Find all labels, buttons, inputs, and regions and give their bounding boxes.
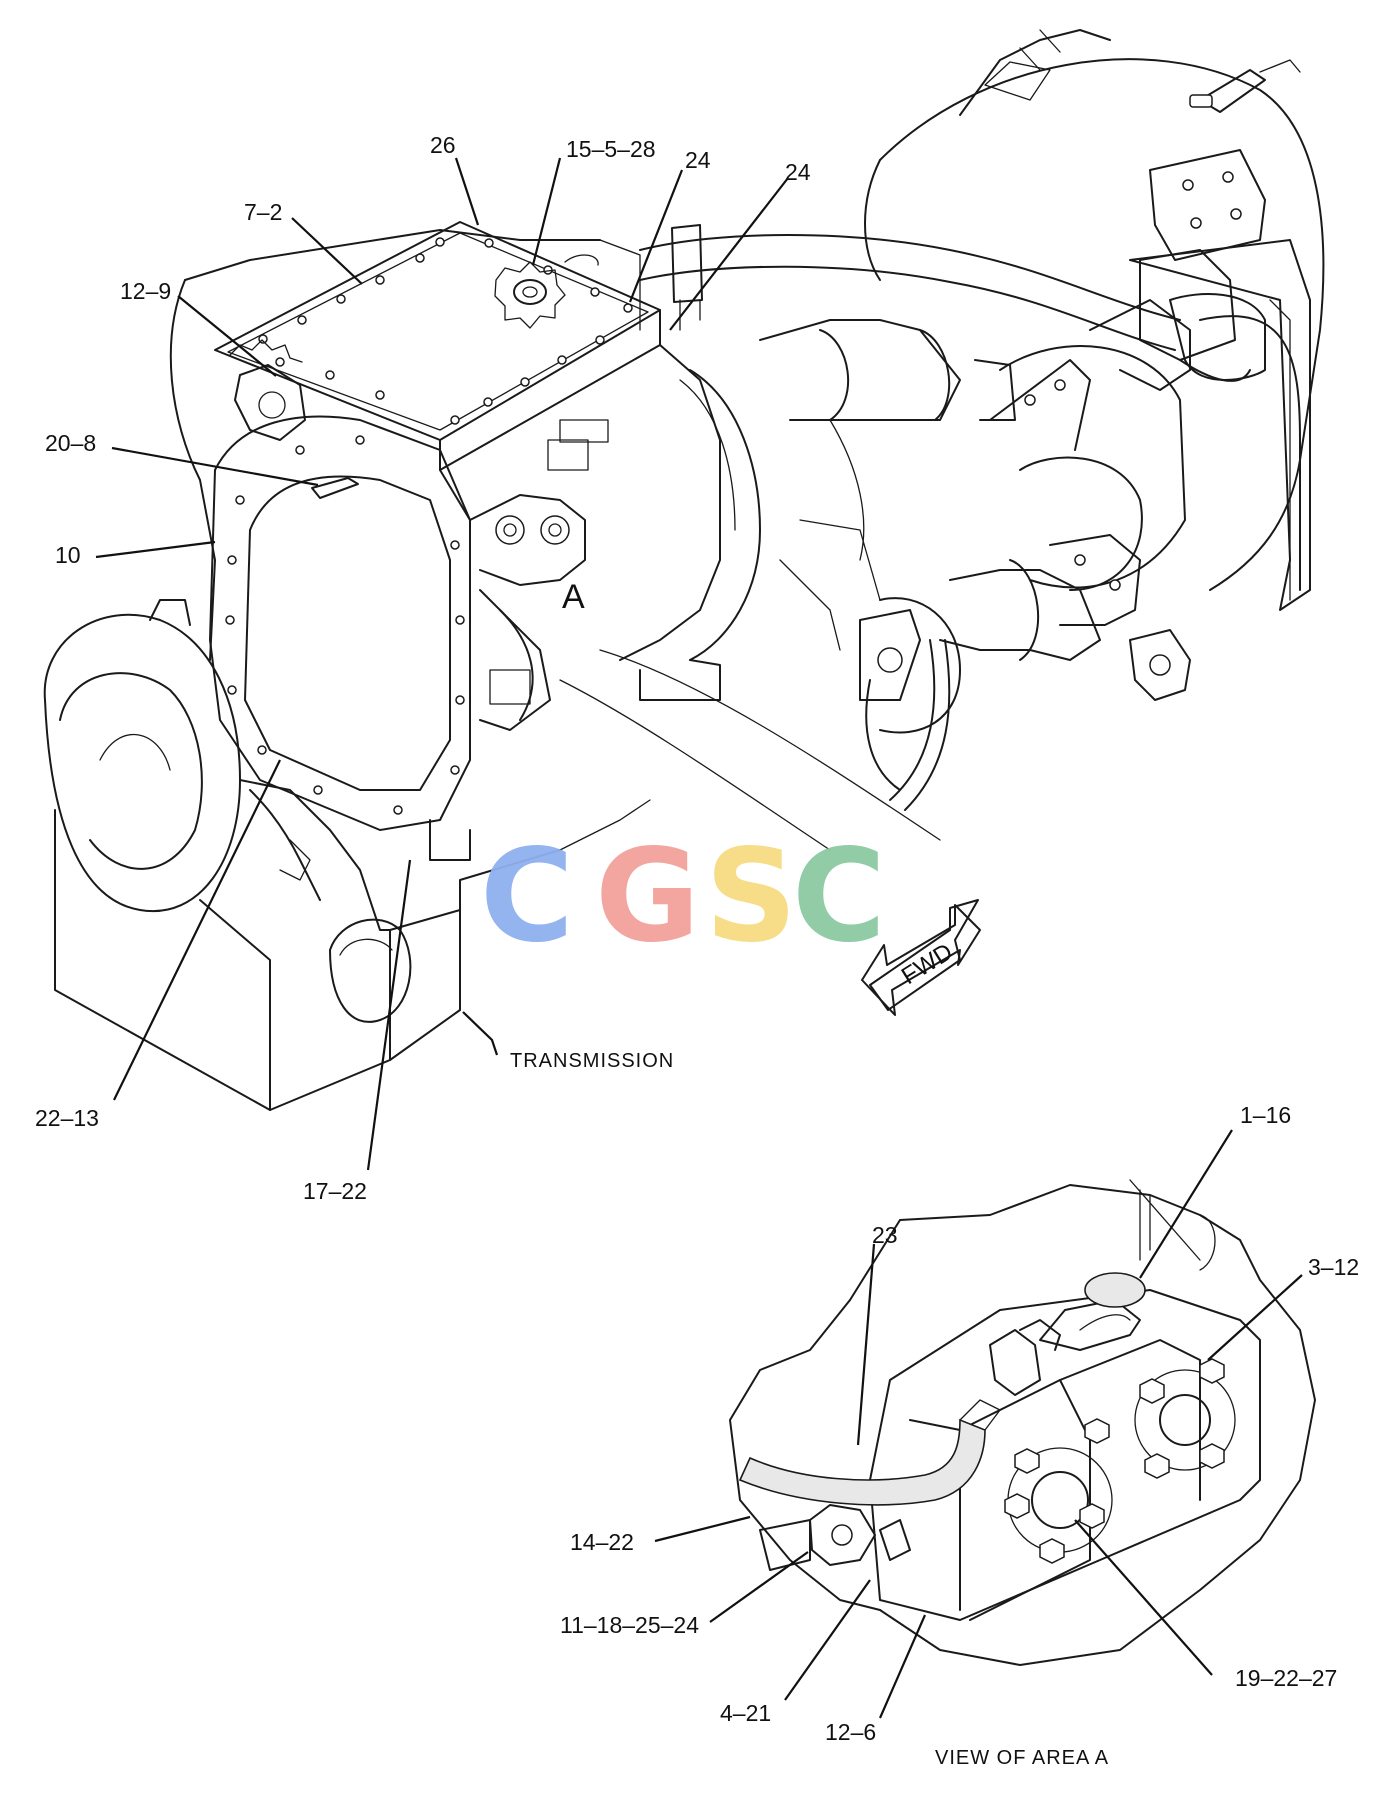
flange-bolts bbox=[225, 435, 465, 815]
callout-23: 23 bbox=[872, 1222, 898, 1248]
callout-12-6: 12–6 bbox=[825, 1719, 876, 1745]
area-marker-a: A bbox=[562, 578, 585, 616]
area-a-fittings bbox=[469, 494, 586, 731]
callout-4-21: 4–21 bbox=[720, 1700, 771, 1726]
transmission-drawing bbox=[43, 599, 651, 1111]
watermark-letter-s: S bbox=[705, 822, 797, 971]
cover-bolts bbox=[258, 237, 633, 425]
callout-3-12: 3–12 bbox=[1308, 1254, 1359, 1280]
callout-24b: 24 bbox=[785, 159, 811, 185]
callout-19-22-27: 19–22–27 bbox=[1235, 1665, 1337, 1691]
bearing-cap-top bbox=[494, 254, 599, 329]
callout-10: 10 bbox=[55, 542, 81, 568]
cgsc-watermark: C G S C bbox=[480, 822, 886, 971]
callout-12-9: 12–9 bbox=[120, 278, 171, 304]
view-caption: VIEW OF AREA A bbox=[935, 1747, 1109, 1769]
callout-22-13: 22–13 bbox=[35, 1105, 99, 1131]
watermark-letter-g: G bbox=[595, 822, 700, 971]
callout-20-8: 20–8 bbox=[45, 430, 96, 456]
leader-lines bbox=[95, 157, 1303, 1719]
converter-housing-drawing bbox=[559, 29, 1325, 851]
callout-7-2: 7–2 bbox=[244, 199, 282, 225]
callout-labels: 26 15–5–28 24 24 7–2 12–9 20–8 10 22–13 … bbox=[35, 132, 1359, 1745]
callout-14-22: 14–22 bbox=[570, 1529, 634, 1555]
detail-view-area-a bbox=[729, 1179, 1316, 1666]
bearing-cap-left bbox=[229, 339, 306, 441]
callout-15-5-28: 15–5–28 bbox=[566, 136, 656, 162]
callout-1-16: 1–16 bbox=[1240, 1102, 1291, 1128]
callout-11-18-25-24: 11–18–25–24 bbox=[560, 1612, 699, 1638]
transmission-label: TRANSMISSION bbox=[510, 1050, 674, 1072]
callout-17-22: 17–22 bbox=[303, 1178, 367, 1204]
watermark-letter-c2: C bbox=[792, 822, 886, 971]
watermark-letter-c1: C bbox=[480, 822, 574, 971]
callout-26: 26 bbox=[430, 132, 456, 158]
callout-24a: 24 bbox=[685, 147, 711, 173]
housing-assembly-drawing bbox=[169, 221, 761, 861]
